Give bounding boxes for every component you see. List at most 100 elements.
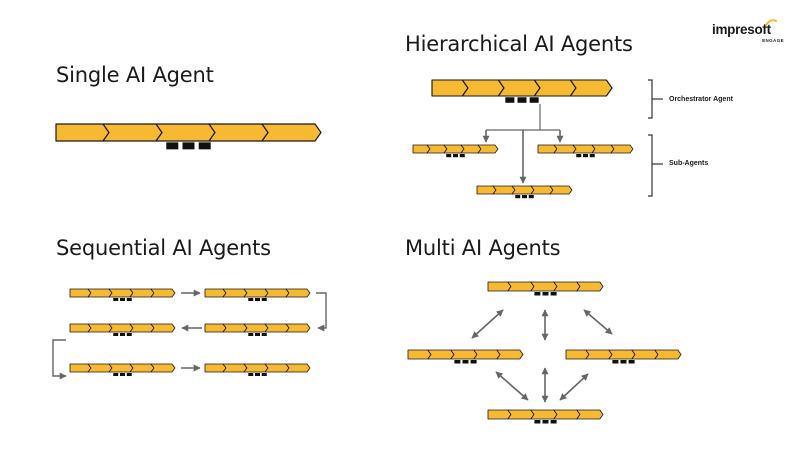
agent-segment [129, 363, 155, 373]
multi-agent-bottom [487, 409, 604, 424]
seq-arrow-2-3 [316, 292, 327, 332]
multi-arrow-left-top [471, 309, 504, 339]
agent-segment [155, 123, 216, 142]
multi-agent-top [487, 281, 604, 296]
agent-tool-block [248, 333, 254, 336]
agent-tool-block [113, 298, 119, 301]
agent-segment [553, 281, 581, 292]
agent-tool-block [470, 360, 477, 364]
agent-segment [477, 144, 499, 154]
agent-segment [569, 79, 613, 97]
agent-segment [129, 288, 155, 298]
agent-segment [460, 144, 482, 154]
agent-tool-block [517, 97, 527, 103]
agent-tool-block [126, 373, 132, 376]
agent-tool-block [120, 333, 125, 336]
agent-segment [150, 323, 176, 333]
agent-tool-block [255, 298, 260, 301]
agent-segment [487, 281, 512, 292]
seq-agent-3 [204, 323, 311, 336]
agent-tool-block [522, 195, 527, 199]
agent-segment [108, 288, 134, 298]
agent-segment [87, 323, 113, 333]
agent-tool-block [505, 97, 515, 103]
agent-segment [285, 323, 311, 333]
agent-segment [204, 363, 227, 373]
agent-segment [476, 185, 497, 195]
agent-segment [264, 363, 290, 373]
agent-segment [431, 79, 469, 97]
agent-segment [129, 323, 155, 333]
agent-tool-block [550, 292, 557, 296]
agent-segment [261, 123, 322, 142]
agent-tool-block [542, 292, 549, 296]
agent-tool-block [620, 360, 627, 364]
title-multi-ai-agents: Multi AI Agents [405, 236, 561, 260]
agent-tool-block [462, 360, 469, 364]
agent-tool-block [515, 195, 521, 199]
agent-segment [565, 349, 590, 360]
agent-segment [222, 288, 248, 298]
agent-segment [473, 349, 501, 360]
multi-agent-right [565, 349, 682, 364]
agent-segment [507, 409, 535, 420]
agent-tool-block [446, 154, 452, 158]
multi-agent-left [407, 349, 524, 364]
agent-segment [427, 349, 455, 360]
agent-segment [426, 144, 448, 154]
agent-segment [631, 349, 659, 360]
sub-agents-bracket [648, 134, 653, 197]
sub-agent-left [412, 144, 499, 158]
agent-segment [492, 185, 516, 195]
agent-segment [222, 323, 248, 333]
agent-tool-block [628, 360, 635, 364]
logo-tagline: ENGAGE [762, 38, 784, 43]
agent-tool-block [113, 333, 119, 336]
title-hierarchical-ai-agents: Hierarchical AI Agents [405, 32, 633, 56]
agent-segment [264, 288, 290, 298]
agent-segment [576, 281, 604, 292]
agent-segment [285, 363, 311, 373]
agent-segment [537, 144, 558, 154]
agent-segment [585, 349, 613, 360]
agent-tool-block [589, 154, 595, 158]
seq-agent-4 [69, 323, 176, 336]
agent-segment [243, 363, 269, 373]
impresoft-logo: impresoft ENGAGE [712, 19, 784, 44]
agent-tool-block [453, 154, 458, 158]
agent-segment [69, 288, 92, 298]
agent-tool-block [534, 292, 541, 296]
multi-arrow-right-bottom [559, 373, 589, 401]
orchestrator-bracket [648, 79, 653, 119]
agent-segment [108, 363, 134, 373]
agent-segment [533, 79, 577, 97]
agent-segment [654, 349, 682, 360]
agent-segment [69, 323, 92, 333]
agent-tool-block [120, 298, 125, 301]
agent-tool-block [248, 298, 254, 301]
orchestrator-agent-label: Orchestrator Agent [669, 96, 733, 103]
agent-segment [591, 144, 615, 154]
agent-segment [497, 79, 541, 97]
agent-segment [87, 288, 113, 298]
agent-segment [511, 185, 535, 195]
agent-segment [264, 323, 290, 333]
title-sequential-ai-agents: Sequential AI Agents [56, 236, 271, 260]
agent-tool-block [166, 142, 179, 150]
agent-segment [553, 144, 577, 154]
seq-agent-6 [204, 363, 311, 376]
agent-tool-block [120, 373, 125, 376]
single-agent [55, 123, 322, 150]
agent-segment [285, 288, 311, 298]
multi-arrow-right-top [583, 309, 613, 335]
agent-segment [576, 409, 604, 420]
agent-tool-block [529, 97, 539, 103]
agent-segment [496, 349, 524, 360]
orchestrator-agent [431, 79, 613, 103]
agent-tool-block [261, 298, 267, 301]
agent-tool-block [255, 373, 260, 376]
agent-segment [608, 349, 636, 360]
agent-segment [204, 323, 227, 333]
agent-segment [553, 409, 581, 420]
logo-swoosh-icon [765, 19, 777, 26]
